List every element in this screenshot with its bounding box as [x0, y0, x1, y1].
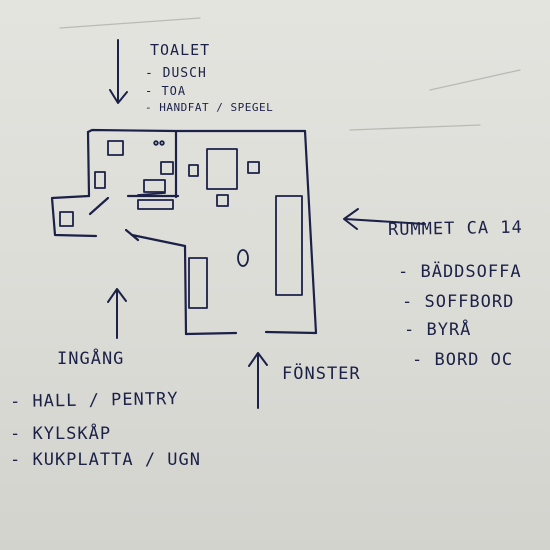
- bathroom-fixtures: [94, 140, 174, 210]
- dresser: [188, 257, 208, 309]
- sofa-bed: [275, 195, 303, 296]
- hall-fixtures: [59, 211, 74, 227]
- ingang-label: INGÅNG: [57, 349, 125, 369]
- wall-bottom-right: [264, 330, 318, 335]
- arrow-left-rummet: [343, 208, 426, 230]
- counter-line: [137, 192, 166, 196]
- hall-item-kukplatta: - KUKPLATTA / UGN: [10, 450, 201, 470]
- entrance-door-swing: [124, 228, 140, 242]
- coffee-table: [237, 249, 249, 267]
- wall-left-main: [183, 244, 188, 336]
- hall-door-swing: [88, 196, 110, 216]
- arrow-up-fonster: [248, 352, 268, 409]
- rummet-item-bord: - BORD OC: [412, 350, 514, 370]
- toalet-title: TOALET: [150, 41, 211, 59]
- fridge: [59, 211, 74, 227]
- toalet-item-toa: - TOA: [145, 84, 187, 98]
- arrow-up-ingang: [107, 288, 127, 339]
- toalet-item-dusch: - DUSCH: [145, 66, 207, 81]
- chair-right: [247, 161, 260, 174]
- rummet-title: RUMMET CA 14: [387, 217, 523, 240]
- wall-bottom-left: [184, 331, 238, 336]
- mirror: [143, 179, 166, 193]
- bathroom-walls: [88, 130, 180, 242]
- arrow-down-toalet: [109, 39, 128, 104]
- washbasin: [160, 161, 174, 175]
- hall-left-nook: [50, 194, 98, 238]
- fonster-label: FÖNSTER: [282, 364, 361, 384]
- bleed-through-marks: [59, 17, 521, 131]
- hall-item-kylskap: - KYLSKÅP: [10, 424, 112, 444]
- chair-bottom: [216, 194, 229, 207]
- rummet-item-baddsoffa: - BÄDDSOFFA: [398, 262, 522, 282]
- toilet-dot-2: [159, 140, 165, 146]
- table: [206, 148, 238, 190]
- rummet-item-byra: - BYRÅ: [404, 320, 472, 340]
- arrows: [107, 39, 426, 409]
- counter: [137, 199, 174, 210]
- outer-walls: [50, 128, 318, 336]
- wall-entrance-lower: [130, 233, 187, 248]
- rummet-item-soffbord: - SOFFBORD: [402, 292, 515, 312]
- wall-top: [86, 128, 307, 134]
- toalet-item-handfat: - HANDFAT / SPEGEL: [145, 101, 274, 114]
- hall-title: - HALL / PENTRY: [9, 389, 179, 412]
- shower: [107, 140, 124, 156]
- wall-hall-left: [86, 130, 91, 198]
- toilet-dot-1: [153, 140, 159, 146]
- room-furniture: [188, 148, 303, 309]
- sink-cabinet: [94, 171, 106, 189]
- wall-right: [303, 129, 318, 335]
- chair-left: [188, 164, 199, 177]
